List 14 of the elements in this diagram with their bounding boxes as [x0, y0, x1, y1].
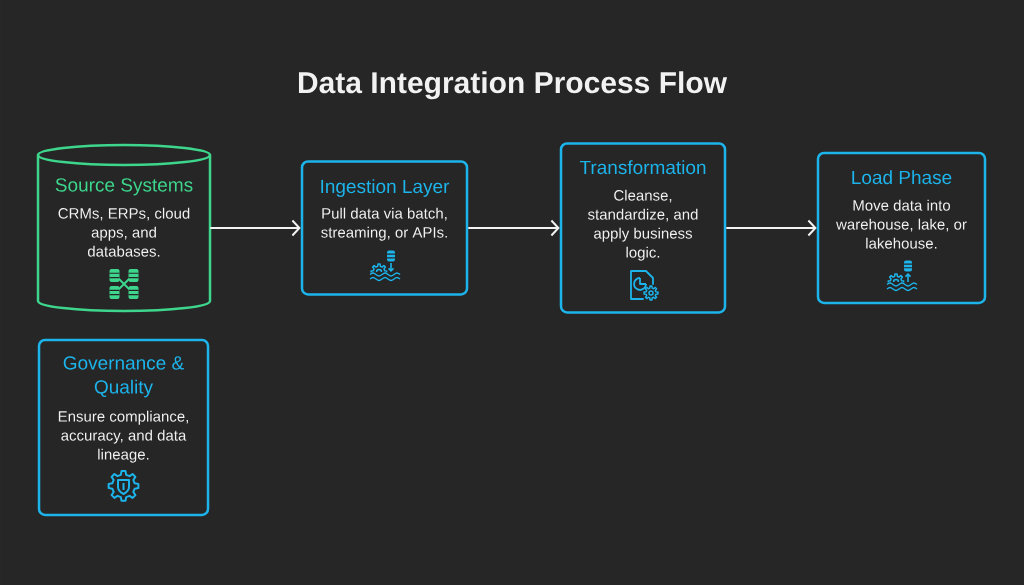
heading: Transformation — [579, 160, 706, 175]
arrow — [209, 219, 301, 237]
heading: Source Systems — [55, 178, 193, 196]
heading: Governance & Quality — [63, 356, 184, 398]
heading: Ingestion Layer — [321, 179, 450, 197]
description: Pull data via batch, streaming, or APIs. — [321, 207, 447, 241]
description: CRMs, ERPs, cloud apps, and databases. — [58, 207, 190, 257]
description: Ensure compliance, accuracy, and data lineage. — [58, 410, 188, 463]
title: Data Integration Process Flow — [298, 71, 728, 100]
description: Cleanse, standardize, and apply business logic. — [588, 189, 698, 261]
heading: Load Phase — [852, 170, 952, 185]
arrow — [725, 219, 817, 237]
description: Move data into warehouse, lake, or lakehouse. — [836, 199, 967, 249]
arrow — [467, 219, 560, 237]
